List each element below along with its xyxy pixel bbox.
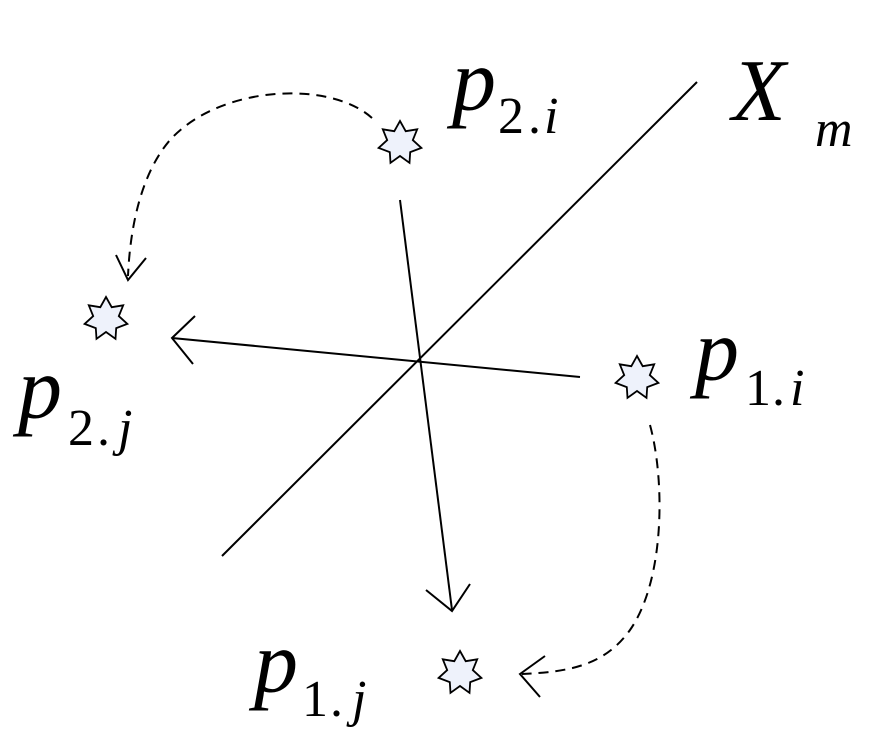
label-p2j-num: 2 [68,400,94,457]
label-p1j-main: p [248,615,298,712]
label-p2j-dot: . [97,400,110,457]
label-p1j-idx: j [346,671,366,728]
dashed-arc-p2-arrowhead [115,254,147,282]
dashed-arc-p1-arrowhead [518,655,546,698]
label-p2j-idx: j [112,400,132,457]
label-p2i-dot: . [528,88,541,145]
star-icon [82,295,130,341]
label-x-m: X m [729,43,853,158]
dashed-arc-p1 [521,424,661,675]
label-p1i: p 1 . i [689,303,804,417]
mirror-line [221,81,698,557]
dashed-arc-p2 [127,92,373,277]
label-x-m-main: X [729,43,789,140]
label-p1j-num: 1 [302,671,328,728]
star-icon [376,119,424,165]
label-p2j-main: p [12,341,62,438]
vertical-axis-arrow [399,199,453,611]
label-p2i: p 2 . i [446,33,558,145]
label-p1i-main: p [689,303,739,400]
label-p2j: p 2 . j [12,341,132,457]
star-icon [436,649,484,695]
label-p2i-num: 2 [498,88,524,145]
star-icon [613,354,661,400]
label-p2i-main: p [446,33,496,130]
horizontal-axis-arrow [171,337,581,378]
label-p2i-idx: i [544,88,558,145]
label-p1j-dot: . [330,671,343,728]
label-p1i-num: 1 [745,360,771,417]
label-p1i-dot: . [772,360,785,417]
vertical-arrowhead [425,583,471,613]
label-x-m-sub: m [815,101,853,158]
label-p1i-idx: i [790,360,804,417]
label-p1j: p 1 . j [248,615,366,728]
horizontal-arrowhead [170,315,196,365]
